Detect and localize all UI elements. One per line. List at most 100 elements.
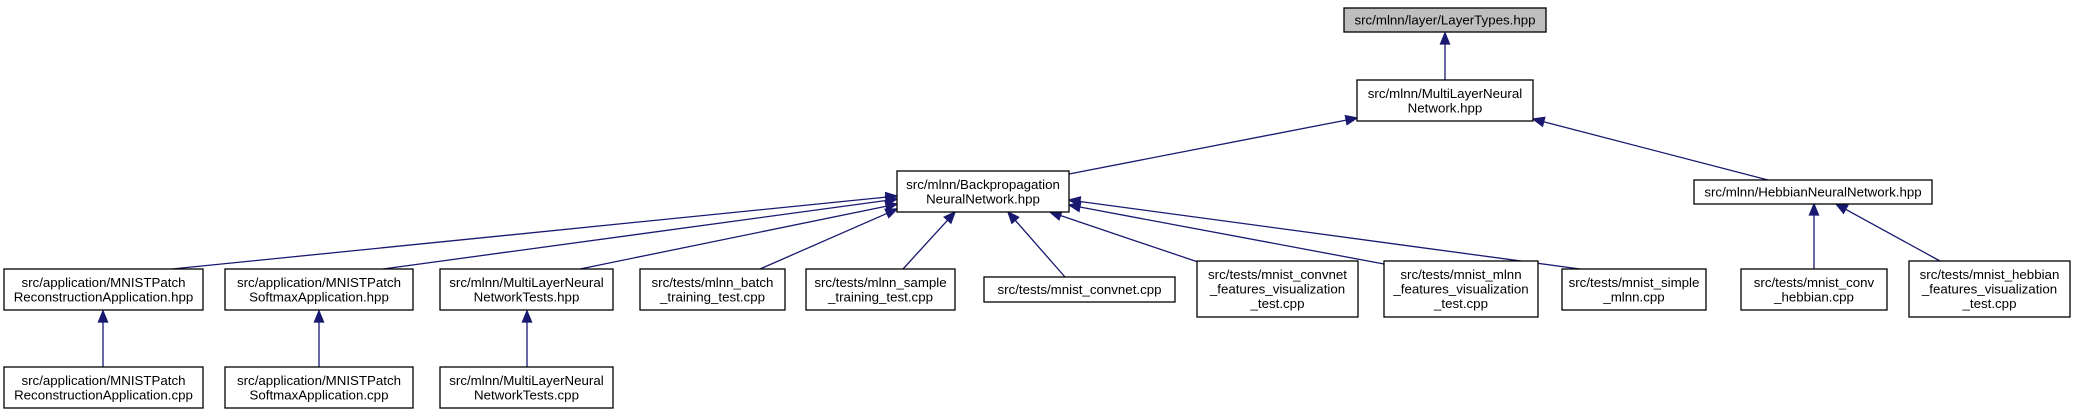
node-label-line: src/tests/mlnn_sample xyxy=(814,275,946,290)
node-label-line: _mlnn.cpp xyxy=(1602,289,1664,304)
edge-mlnn_vis-to-backprop xyxy=(1067,201,1385,265)
node-label-line: _test.cpp xyxy=(1433,296,1488,311)
arrowhead-icon xyxy=(884,200,899,212)
node-label-line: src/mlnn/MultiLayerNeural xyxy=(449,275,603,290)
edge-line xyxy=(1845,208,1941,262)
node-label-line: src/tests/mnist_convnet.cpp xyxy=(997,282,1161,297)
arrowhead-icon xyxy=(884,208,899,219)
node-backprop[interactable]: src/mlnn/BackpropagationNeuralNetwork.hp… xyxy=(896,170,1070,213)
node-box[interactable] xyxy=(224,268,414,311)
node-label-line: src/application/MNISTPatch xyxy=(21,373,185,388)
node-box[interactable] xyxy=(639,268,786,311)
node-label-line: src/tests/mnist_convnet xyxy=(1208,267,1347,282)
edge-tests_cpp-to-tests_hpp xyxy=(521,309,533,367)
node-recon_hpp[interactable]: src/application/MNISTPatchReconstruction… xyxy=(3,268,204,311)
edge-recon_cpp-to-recon_hpp xyxy=(97,309,109,367)
node-box[interactable] xyxy=(439,366,614,409)
edge-softmax_cpp-to-softmax_hpp xyxy=(313,309,325,367)
edge-hebb_vis-to-hebbian xyxy=(1834,203,1941,262)
node-box[interactable] xyxy=(3,366,204,409)
edge-line xyxy=(759,212,888,270)
node-box[interactable] xyxy=(224,366,414,409)
node-box[interactable] xyxy=(1693,179,1933,205)
node-layer_types[interactable]: src/mlnn/layer/LayerTypes.hpp xyxy=(1343,7,1547,33)
arrowhead-icon xyxy=(1006,210,1020,225)
node-label-line: NetworkTests.cpp xyxy=(474,387,579,402)
node-label-line: SoftmaxApplication.cpp xyxy=(250,387,389,402)
node-box[interactable] xyxy=(1383,260,1539,318)
node-box[interactable] xyxy=(1343,7,1547,33)
node-box[interactable] xyxy=(1356,79,1534,122)
node-tests_cpp[interactable]: src/mlnn/MultiLayerNeuralNetworkTests.cp… xyxy=(439,366,614,409)
edge-tests_hpp-to-backprop xyxy=(579,200,899,270)
edge-sample-to-backprop xyxy=(902,210,957,270)
node-box[interactable] xyxy=(3,268,204,311)
node-label-line: _features_visualization xyxy=(1921,282,2057,297)
arrowhead-icon xyxy=(97,309,109,323)
nodes-layer: src/mlnn/layer/LayerTypes.hpp src/mlnn/Mu… xyxy=(3,7,2071,409)
node-simple[interactable]: src/tests/mnist_simple_mlnn.cpp xyxy=(1561,268,1707,311)
node-box[interactable] xyxy=(439,268,614,311)
edge-line xyxy=(579,205,887,270)
arrowhead-icon xyxy=(521,309,533,323)
arrowhead-icon xyxy=(1808,202,1820,216)
node-box[interactable] xyxy=(1740,268,1888,311)
node-box[interactable] xyxy=(1561,268,1707,311)
edge-convnet-to-backprop xyxy=(1006,210,1066,278)
edge-hebbian-to-mlnn_hpp xyxy=(1531,116,1769,181)
node-label-line: SoftmaxApplication.hpp xyxy=(249,289,389,304)
node-label-line: src/application/MNISTPatch xyxy=(21,275,185,290)
node-label-line: Network.hpp xyxy=(1408,100,1483,115)
node-tests_hpp[interactable]: src/mlnn/MultiLayerNeuralNetworkTests.hp… xyxy=(439,268,614,311)
node-label-line: src/application/MNISTPatch xyxy=(237,373,401,388)
arrowhead-icon xyxy=(1439,31,1451,45)
node-box[interactable] xyxy=(896,170,1070,213)
arrowhead-icon xyxy=(1067,196,1082,207)
node-label-line: src/mlnn/layer/LayerTypes.hpp xyxy=(1354,13,1535,28)
node-label-line: NetworkTests.hpp xyxy=(474,289,580,304)
arrowhead-icon xyxy=(313,309,325,323)
node-softmax_cpp[interactable]: src/application/MNISTPatchSoftmaxApplica… xyxy=(224,366,414,409)
node-convnet_vis[interactable]: src/tests/mnist_convnet_features_visuali… xyxy=(1196,260,1359,318)
node-sample[interactable]: src/tests/mlnn_sample_training_test.cpp xyxy=(805,268,956,311)
edge-line xyxy=(1543,121,1769,181)
node-label-line: _training_test.cpp xyxy=(659,289,765,304)
node-label-line: _test.cpp xyxy=(1962,296,2017,311)
arrowhead-icon xyxy=(1531,116,1546,128)
node-convnet[interactable]: src/tests/mnist_convnet.cpp xyxy=(983,276,1176,303)
node-label-line: _hebbian.cpp xyxy=(1773,289,1854,304)
edge-conv_hebb-to-hebbian xyxy=(1808,202,1820,269)
node-recon_cpp[interactable]: src/application/MNISTPatchReconstruction… xyxy=(3,366,204,409)
edge-mlnn_hpp-to-layer_types xyxy=(1439,31,1451,80)
node-box[interactable] xyxy=(1196,260,1359,318)
node-hebb_vis[interactable]: src/tests/mnist_hebbian_features_visuali… xyxy=(1908,260,2071,318)
node-softmax_hpp[interactable]: src/application/MNISTPatchSoftmaxApplica… xyxy=(224,268,414,311)
node-label-line: src/mlnn/MultiLayerNeural xyxy=(449,373,603,388)
edges-layer xyxy=(97,31,1941,367)
node-label-line: NeuralNetwork.hpp xyxy=(926,191,1040,206)
edge-line xyxy=(1060,214,1199,263)
node-box[interactable] xyxy=(1908,260,2071,318)
edge-line xyxy=(1079,200,1581,270)
arrowhead-icon xyxy=(943,210,957,225)
arrowhead-icon xyxy=(1344,114,1359,126)
node-label-line: src/application/MNISTPatch xyxy=(237,275,401,290)
edge-line xyxy=(1068,119,1347,175)
node-label-line: src/mlnn/HebbianNeuralNetwork.hpp xyxy=(1704,185,1921,200)
node-box[interactable] xyxy=(983,276,1176,303)
edge-line xyxy=(902,219,949,270)
node-batch[interactable]: src/tests/mlnn_batch_training_test.cpp xyxy=(639,268,786,311)
arrowhead-icon xyxy=(1834,203,1849,215)
node-label-line: _features_visualization xyxy=(1209,282,1345,297)
edge-backprop-to-mlnn_hpp xyxy=(1068,114,1359,175)
node-box[interactable] xyxy=(805,268,956,311)
edge-recon_hpp-to-backprop xyxy=(171,191,899,270)
node-label-line: _training_test.cpp xyxy=(827,289,933,304)
node-mlnn_vis[interactable]: src/tests/mnist_mlnn_features_visualizat… xyxy=(1383,260,1539,318)
node-hebbian[interactable]: src/mlnn/HebbianNeuralNetwork.hpp xyxy=(1693,179,1933,205)
edge-line xyxy=(171,196,887,270)
edge-simple-to-backprop xyxy=(1067,196,1581,270)
node-conv_hebb[interactable]: src/tests/mnist_conv_hebbian.cpp xyxy=(1740,268,1888,311)
